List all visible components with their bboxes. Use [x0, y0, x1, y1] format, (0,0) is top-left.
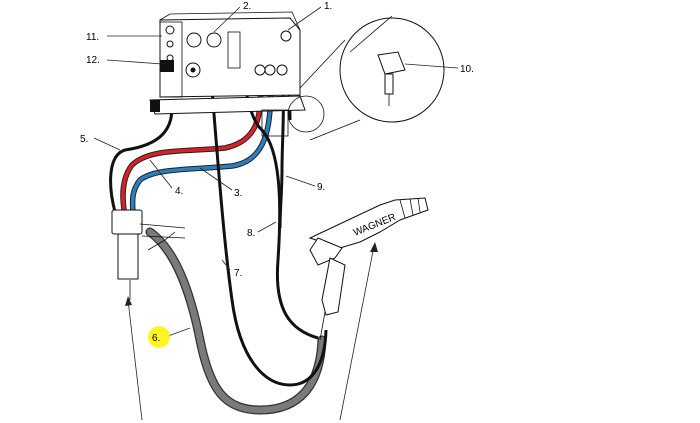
callout-12: 12. — [86, 55, 100, 66]
callout-3: 3. — [234, 188, 242, 199]
fitting-red — [254, 64, 266, 76]
callout-labels: 1. 2. 3. 4. 5. 6. 7. 8. 9. 10. 11. 12. — [80, 1, 474, 344]
arrow-head — [125, 296, 132, 306]
powder-hose-inner — [146, 228, 326, 414]
callout-2: 2. — [243, 1, 251, 12]
callout-10: 10. — [460, 64, 474, 75]
bracket — [150, 100, 160, 112]
black-hose-5 — [109, 107, 174, 213]
detail-magnifier — [287, 15, 445, 141]
front-panel-left — [159, 21, 183, 98]
spray-gun: WAGNER — [308, 197, 429, 341]
air-fitting-left — [186, 32, 202, 48]
air-fitting-right — [206, 32, 222, 48]
connector-panel — [227, 31, 241, 69]
callout-4: 4. — [175, 186, 183, 197]
connector-block — [160, 60, 174, 72]
fitting-blue — [264, 64, 276, 76]
dial-center — [190, 67, 196, 73]
fitting-black — [276, 64, 288, 76]
callout-8: 8. — [247, 228, 255, 239]
connector-socket — [166, 40, 174, 48]
callout-11: 11. — [86, 32, 99, 43]
callout-1: 1. — [324, 1, 332, 12]
red-hose-inner — [121, 69, 263, 211]
callout-5: 5. — [80, 134, 88, 145]
black-hose-7 — [206, 41, 328, 387]
arrow-head — [370, 242, 378, 252]
lower-bracket — [261, 109, 289, 137]
callout-9: 9. — [317, 182, 325, 193]
blue-hose-inner — [130, 69, 273, 213]
control-unit — [149, 11, 306, 137]
callout-7: 7. — [234, 268, 242, 279]
valve-body — [384, 73, 394, 95]
callout-6: 6. — [152, 333, 160, 344]
powder-injector — [111, 209, 186, 300]
callout-6-highlight — [148, 326, 170, 348]
connector-right — [280, 30, 292, 42]
connector-socket — [165, 25, 175, 35]
lead-lines — [93, 6, 459, 421]
